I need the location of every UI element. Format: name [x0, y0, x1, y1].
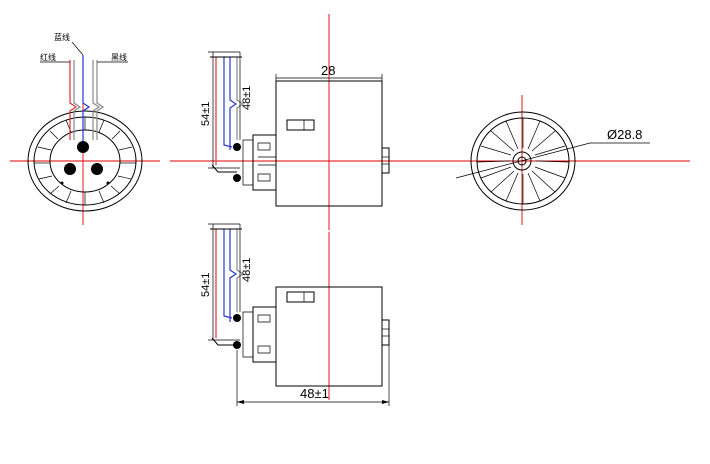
blue-wire-label: 蓝线 [54, 32, 70, 42]
blue-label-leader [71, 41, 84, 56]
pin-left [64, 163, 76, 175]
dim-lead-inner-bottom: 48±1 [241, 258, 253, 282]
mark-dot [106, 181, 110, 185]
blue-lead-2-bottom [229, 229, 238, 322]
fan-outer-ring [470, 111, 576, 211]
end-view-fan: Ø28.8 [420, 95, 690, 225]
dim-lead-outer-bottom: 54±1 [200, 273, 212, 297]
pin-top [77, 141, 89, 153]
dim-body-length: 28 [321, 63, 335, 78]
dim-diameter: Ø28.8 [607, 127, 642, 142]
black-wire-label: 黑线 [111, 52, 127, 62]
black-lead [236, 57, 245, 140]
diameter-leader [455, 142, 591, 179]
dim-lead-outer: 54±1 [200, 102, 212, 126]
lead-bend [211, 164, 237, 173]
dim-lead-inner: 48±1 [241, 86, 253, 110]
red-wire [69, 60, 78, 140]
end-view-connector: 蓝线 红线 黑线 [10, 32, 160, 225]
side-view-bottom: 54±1 48±1 48±1 [200, 223, 390, 406]
black-lead-bottom [236, 229, 245, 312]
red-wire-label: 红线 [40, 52, 56, 62]
black-wire-outline [96, 60, 105, 140]
fan-hub [512, 151, 532, 171]
side-view-top: 54±1 48±1 28 [170, 14, 420, 230]
blue-lead [223, 57, 233, 148]
fan-shaft [517, 156, 527, 166]
red-wire-outline [73, 60, 82, 140]
outer-rim [27, 110, 143, 212]
pin-right [91, 163, 103, 175]
terminal-tab-bottom [286, 291, 315, 303]
terminal-tab [286, 119, 315, 131]
shaft-end-bottom [381, 319, 390, 346]
blue-lead-bottom [223, 229, 233, 319]
mark-dot [60, 181, 64, 185]
blue-wire [82, 55, 91, 141]
black-wire [92, 60, 101, 140]
dim-overall-length: 48±1 [300, 386, 329, 401]
shaft-end [381, 147, 390, 174]
blue-lead-2 [229, 57, 238, 150]
fan-spokes [476, 118, 570, 204]
